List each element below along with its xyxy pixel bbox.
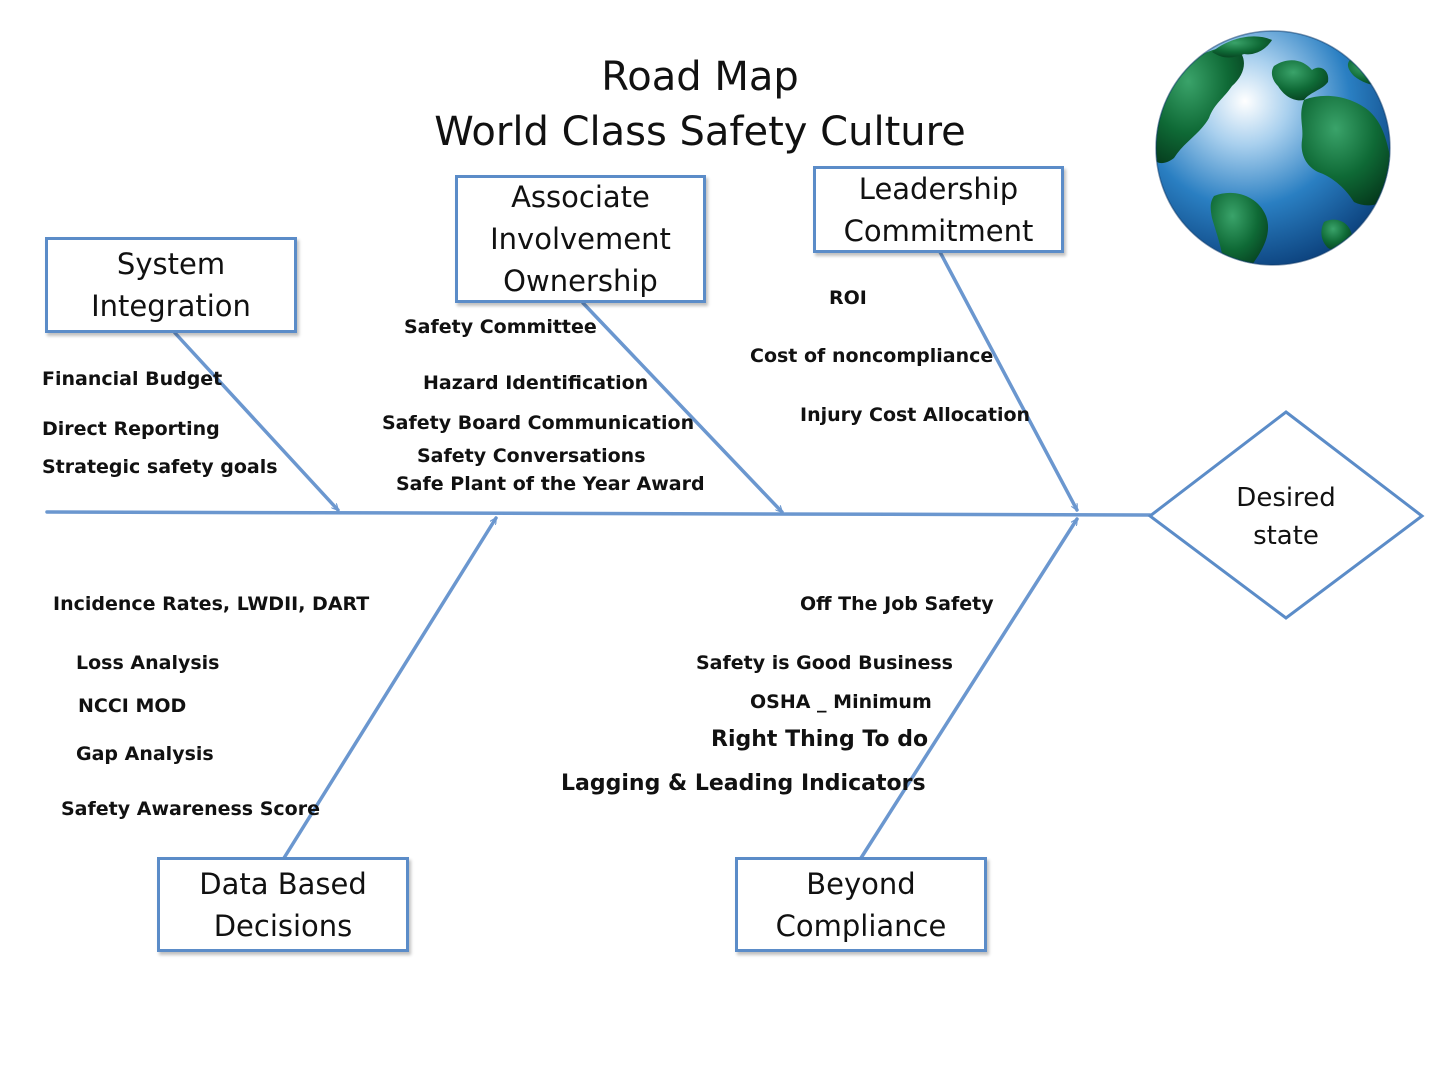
category-box-beyond-compliance: Beyond Compliance bbox=[735, 857, 987, 952]
cause-item-roi: ROI bbox=[829, 287, 867, 309]
category-box-line: Leadership bbox=[858, 171, 1019, 206]
cause-item-safety-awareness-score: Safety Awareness Score bbox=[61, 798, 320, 820]
cause-item-hazard-identification: Hazard Identification bbox=[423, 372, 649, 394]
category-box-line: Involvement bbox=[490, 222, 671, 256]
cause-item-safety-conversations: Safety Conversations bbox=[417, 445, 646, 467]
cause-item-direct-reporting: Direct Reporting bbox=[42, 418, 220, 440]
desired-state-diamond bbox=[1147, 410, 1425, 620]
category-box-data-based-decisions: Data Based Decisions bbox=[157, 857, 409, 952]
cause-item-strategic-safety-goals: Strategic safety goals bbox=[42, 456, 278, 478]
desired-state-label: Desired state bbox=[1186, 479, 1386, 555]
category-box-line: Decisions bbox=[213, 908, 353, 943]
category-box-line: Integration bbox=[91, 289, 251, 323]
branch-arrow-system-integration bbox=[173, 331, 340, 512]
cause-item-lagging-leading-indicators: Lagging & Leading Indicators bbox=[561, 771, 926, 796]
category-box-line: Commitment bbox=[843, 213, 1034, 248]
branch-arrow-data-based-decisions bbox=[282, 516, 498, 860]
globe-icon bbox=[1155, 30, 1391, 266]
cause-item-financial-budget: Financial Budget bbox=[42, 368, 223, 390]
cause-item-osha-minimum: OSHA _ Minimum bbox=[750, 691, 932, 713]
cause-item-safety-is-good-business: Safety is Good Business bbox=[696, 652, 953, 674]
cause-item-off-the-job-safety: Off The Job Safety bbox=[800, 593, 994, 615]
category-box-line: Beyond bbox=[806, 866, 916, 901]
category-box-leadership-commitment: Leadership Commitment bbox=[813, 166, 1064, 253]
diagram-title-line-2: World Class Safety Culture bbox=[434, 109, 966, 155]
branch-arrow-leadership-commitment bbox=[938, 250, 1079, 512]
cause-item-injury-cost-allocation: Injury Cost Allocation bbox=[800, 404, 1031, 426]
category-box-associate-involvement: Associate Involvement Ownership bbox=[455, 175, 706, 303]
desired-state-line-1: Desired bbox=[1236, 483, 1336, 513]
cause-item-safe-plant-award: Safe Plant of the Year Award bbox=[396, 473, 705, 495]
cause-item-ncci-mod: NCCI MOD bbox=[78, 695, 187, 717]
branch-arrow-associate-involvement bbox=[581, 301, 784, 514]
cause-item-loss-analysis: Loss Analysis bbox=[76, 652, 220, 674]
category-box-line: Data Based bbox=[199, 866, 367, 901]
cause-item-safety-board-communication: Safety Board Communication bbox=[382, 412, 695, 434]
category-box-system-integration: System Integration bbox=[45, 237, 297, 333]
diagram-title-line-1: Road Map bbox=[601, 54, 799, 100]
cause-item-cost-of-noncompliance: Cost of noncompliance bbox=[750, 345, 994, 367]
cause-item-right-thing-to-do: Right Thing To do bbox=[711, 727, 929, 752]
category-box-line: Associate bbox=[511, 180, 650, 214]
cause-item-gap-analysis: Gap Analysis bbox=[76, 743, 214, 765]
branch-arrow-beyond-compliance bbox=[859, 517, 1079, 860]
spine-line bbox=[45, 510, 1152, 517]
category-box-line: Ownership bbox=[503, 264, 658, 298]
category-box-line: System bbox=[116, 247, 226, 281]
category-box-line: Compliance bbox=[775, 908, 947, 943]
cause-item-safety-committee: Safety Committee bbox=[404, 316, 597, 338]
desired-state-line-2: state bbox=[1253, 521, 1319, 551]
cause-item-incidence-rates: Incidence Rates, LWDII, DART bbox=[53, 593, 370, 615]
